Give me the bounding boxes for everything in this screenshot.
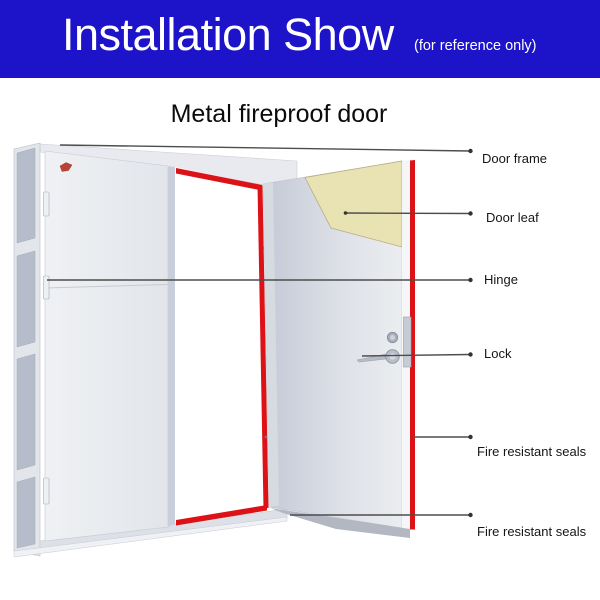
label-door-leaf: Door leaf: [486, 210, 539, 225]
frame-jamb-panel: [16, 250, 36, 348]
leader-dot: [468, 277, 473, 283]
header-subtitle: (for reference only): [414, 38, 537, 54]
leader-dot: [468, 211, 473, 216]
label-lock: Lock: [484, 346, 512, 361]
fire-seal-free-edge-group: [410, 160, 415, 530]
left-door-leaf: [44, 150, 169, 542]
fire-seal-bottom: [176, 505, 267, 526]
fire-seal-top: [176, 168, 262, 191]
hinge-knuckle: [264, 435, 268, 439]
leader-lock: [361, 353, 471, 357]
leader-door-leaf: [344, 212, 471, 215]
fire-seal-free-edge: [410, 160, 415, 530]
diagram-title: Metal fireproof door: [170, 100, 388, 128]
leader-dot: [468, 148, 473, 154]
label-fire-seals-top: Fire resistant seals: [477, 444, 587, 459]
door-frame-sill-bottom: [13, 516, 288, 558]
leader-dot: [468, 434, 473, 440]
door-opening: [175, 167, 268, 523]
hinge-plate: [43, 275, 50, 300]
frame-jamb-panel: [16, 147, 36, 244]
lock-cylinder-core: [389, 334, 396, 341]
fire-seal-hinge-side: [257, 185, 269, 508]
leader-dots: [343, 148, 473, 518]
hinge-plate: [43, 477, 50, 505]
label-hinge: Hinge: [484, 272, 518, 287]
label-fire-seals-bottom: Fire resistant seals: [477, 524, 587, 539]
leader-dot: [468, 352, 473, 357]
header-title: Installation Show: [62, 9, 394, 60]
frame-jamb-panel: [16, 353, 36, 471]
frame-jamb-panel: [16, 476, 36, 549]
leader-door-frame: [59, 144, 471, 152]
brand-logo: [59, 162, 73, 172]
label-door-frame: Door frame: [482, 151, 548, 166]
lock-plate: [403, 316, 412, 368]
hinge-plate: [43, 191, 50, 217]
fire-seals-opening: [176, 168, 269, 526]
left-door-leaf-seam: [44, 284, 169, 289]
open-door-leaf-hinge-edge: [263, 182, 279, 507]
leader-dot: [468, 512, 473, 518]
leader-lines: [47, 144, 471, 516]
left-door-leaf-edge: [168, 166, 175, 527]
lock-handle-core: [389, 353, 396, 360]
header-banner: Installation Show (for reference only): [0, 0, 600, 78]
leader-start-dot: [343, 211, 348, 215]
